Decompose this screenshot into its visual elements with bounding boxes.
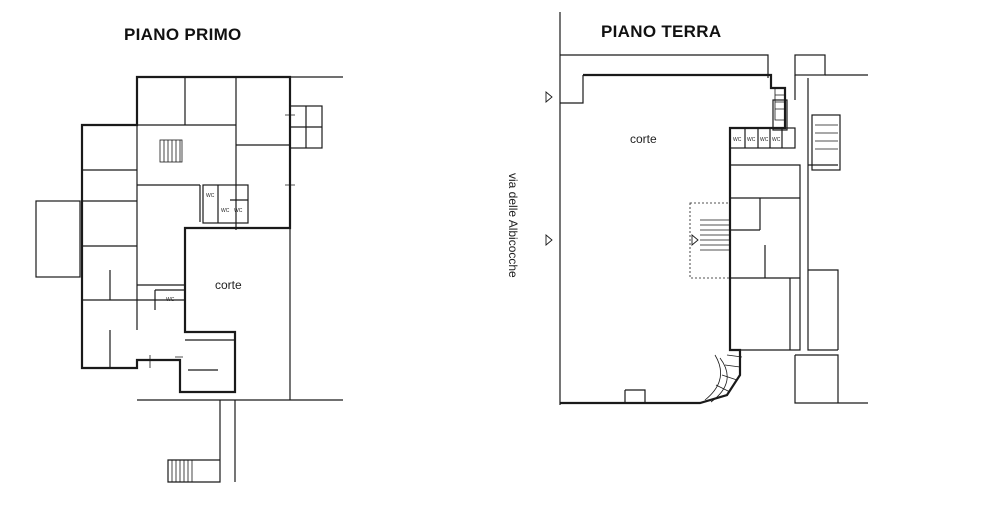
- first-floor-courtyard-label: corte: [215, 278, 242, 292]
- first-floor-wc-label: WC: [166, 297, 175, 303]
- first-floor-wc-label: WC: [206, 193, 215, 199]
- first-floor-title: PIANO PRIMO: [124, 25, 242, 44]
- ground-floor-courtyard-wall: [560, 73, 787, 405]
- ground-floor-courtyard-label: corte: [630, 132, 657, 146]
- ground-floor-plan: [545, 12, 868, 405]
- ground-floor-wc-label: WC: [772, 137, 781, 143]
- ground-floor-stair: [689, 87, 838, 279]
- first-floor-plan: [35, 75, 343, 483]
- first-floor-wc-label: WC: [234, 208, 243, 214]
- ground-floor-gate: [624, 389, 646, 403]
- ground-floor-wc-label: WC: [760, 137, 769, 143]
- ground-floor-entry-arrows: [545, 91, 699, 246]
- first-floor-inner-walls: [82, 125, 201, 368]
- ground-floor-street-label: via delle Albicocche: [506, 173, 520, 278]
- ground-floor-service-block: [772, 54, 868, 131]
- first-floor-wc-block: [202, 184, 249, 224]
- first-floor-wc-label: WC: [221, 208, 230, 214]
- first-floor-outer-wall: [80, 75, 292, 394]
- ground-floor-wc-label: WC: [747, 137, 756, 143]
- ground-floor-curved-stair: [704, 354, 743, 403]
- ground-floor-wc-label: WC: [733, 137, 742, 143]
- first-floor-top-rooms: [137, 77, 290, 230]
- ground-floor-right-rooms: [730, 164, 801, 351]
- ground-floor-wc-strip: [729, 127, 796, 149]
- ground-floor-title: PIANO TERRA: [601, 22, 722, 41]
- first-floor-upper-stair: [159, 139, 183, 163]
- first-floor-west-annex: [35, 200, 81, 278]
- first-floor-external-stair: [167, 400, 236, 483]
- ground-floor-right-stair-box: [811, 114, 841, 171]
